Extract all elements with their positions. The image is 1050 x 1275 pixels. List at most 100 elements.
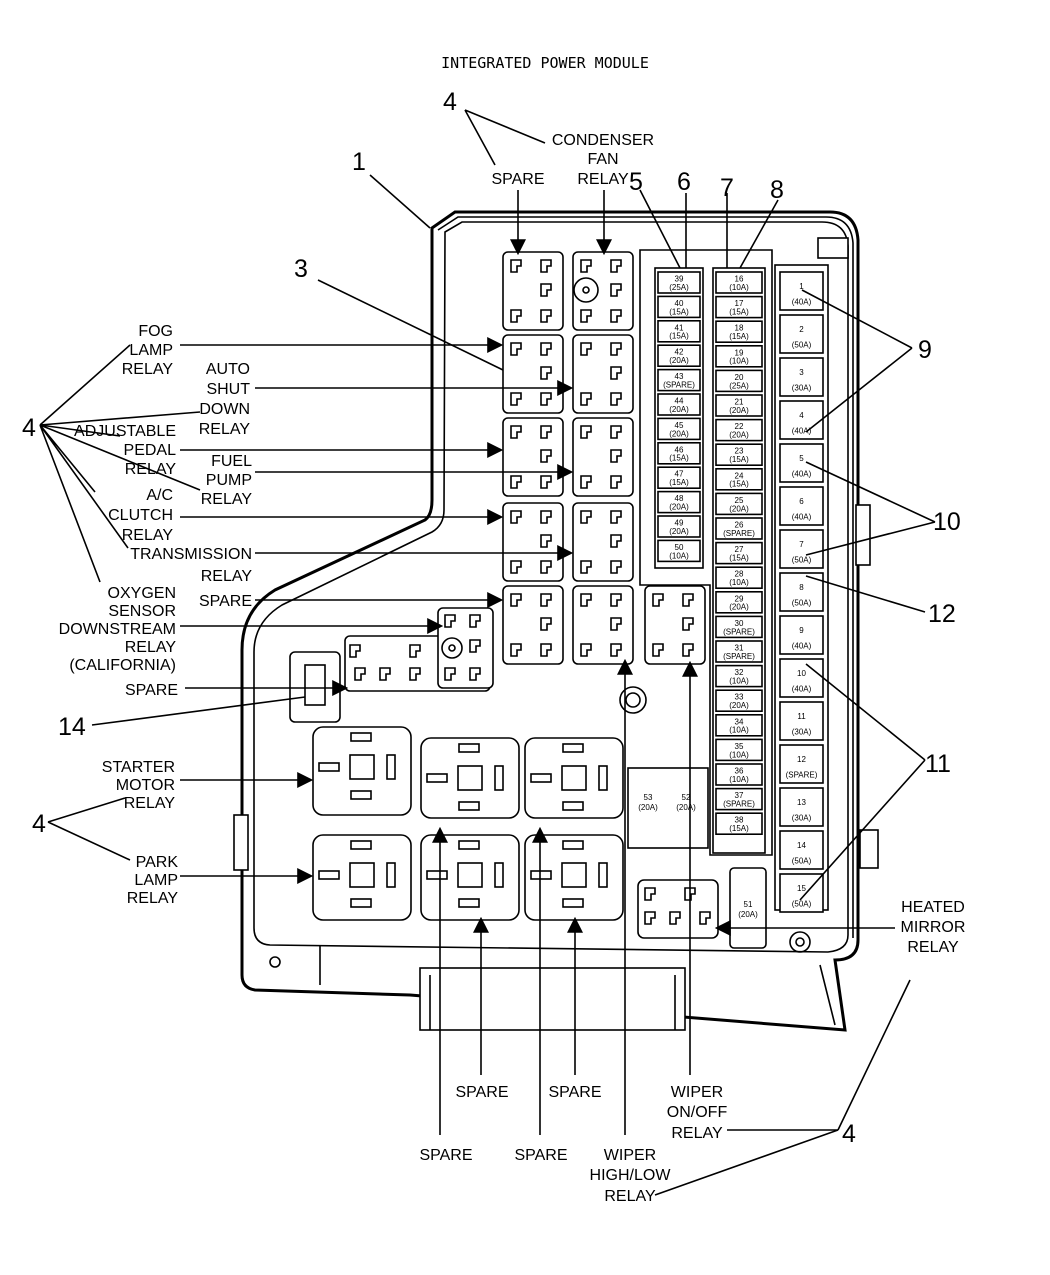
- fuse-rating: (10A): [729, 726, 749, 735]
- label-oxygen-2: SENSOR: [108, 603, 176, 620]
- relay-terminal: [350, 898, 372, 908]
- callout-4-bottom-right: 4: [842, 1120, 856, 1148]
- col2-fuse-21: 21(20A): [715, 394, 763, 417]
- relay-terminal: [580, 259, 592, 273]
- big-fuse-15: 15(50A): [779, 873, 824, 913]
- fuse-number: 39: [675, 274, 684, 283]
- fuse-number: 33: [735, 693, 744, 702]
- relay-terminal: [610, 392, 622, 406]
- fuse-rating: (SPARE): [723, 652, 755, 661]
- col2-fuse-34: 34(10A): [715, 713, 763, 737]
- fuse-number: 8: [799, 583, 804, 592]
- col2-fuse-35: 35(10A): [715, 738, 763, 762]
- fuse-rating: (15A): [729, 307, 749, 316]
- fuse-number: 37: [735, 791, 744, 800]
- fuse-number: 31: [735, 643, 744, 652]
- label-park-1: PARK: [136, 854, 179, 871]
- fuse-number: 47: [675, 470, 684, 479]
- relay-terminal: [510, 259, 522, 273]
- relay-terminal: [562, 898, 584, 908]
- label-trans-1: TRANSMISSION: [130, 546, 252, 563]
- label-spare-left: SPARE: [125, 682, 178, 699]
- label-wiper-hl-1: WIPER: [604, 1147, 656, 1164]
- relay-terminal: [444, 614, 456, 628]
- relay-terminal: [458, 801, 480, 811]
- relay-terminal: [540, 392, 552, 406]
- fuse-number: 44: [675, 396, 684, 405]
- fuse-rating: (40A): [792, 641, 812, 650]
- relay-terminal: [386, 862, 396, 888]
- label-asd-4: RELAY: [199, 421, 251, 438]
- fuse-rating: (20A): [729, 430, 749, 439]
- fuse-number: 30: [735, 619, 744, 628]
- col2-fuse-17: 17(15A): [715, 295, 763, 319]
- relay-terminal: [580, 309, 592, 323]
- fuse-number: 49: [675, 518, 684, 527]
- fuse-rating: (SPARE): [663, 380, 695, 389]
- fuse-number: 7: [799, 540, 804, 549]
- fuse-number: 32: [735, 668, 744, 677]
- fuse-rating: (15A): [729, 824, 749, 833]
- fuse-rating: (15A): [729, 553, 749, 562]
- big-fuse-11: 11(30A): [779, 701, 824, 741]
- fuse-rating: (15A): [729, 332, 749, 341]
- fuse-number: 22: [735, 422, 744, 431]
- relay-terminal: [610, 425, 622, 439]
- col2-fuse-37: 37(SPARE): [715, 787, 763, 811]
- fuse-number: 28: [735, 570, 744, 579]
- label-heated-3: RELAY: [907, 939, 959, 956]
- relay-terminal: [494, 862, 504, 888]
- relay-terminal: [469, 667, 481, 681]
- relay-terminal: [510, 342, 522, 356]
- col2-fuse-25: 25(20A): [715, 492, 763, 516]
- misc-fuses: 53 (20A) 52 (20A) 51 (20A): [638, 793, 758, 919]
- fuse-number: 10: [797, 669, 806, 678]
- fuse-rating: (20A): [669, 502, 689, 511]
- big-fuse-4: 4(40A): [779, 400, 824, 440]
- col1-fuse-50: 50(10A): [657, 539, 701, 563]
- label-ac-1: A/C: [146, 487, 173, 504]
- callout-9: 9: [918, 336, 932, 364]
- fuse-52-num: 52: [682, 793, 691, 802]
- relay-terminal: [409, 667, 421, 681]
- fuse-rating: (SPARE): [723, 529, 755, 538]
- fuse-rating: (50A): [792, 555, 812, 564]
- label-starter-2: MOTOR: [116, 777, 175, 794]
- relay-terminal: [540, 309, 552, 323]
- label-ac-2: CLUTCH: [108, 507, 173, 524]
- fuse-number: 45: [675, 421, 684, 430]
- relay-terminal: [540, 643, 552, 657]
- relay-terminal: [580, 643, 592, 657]
- relay-terminal: [318, 870, 340, 880]
- relay-terminal: [510, 560, 522, 574]
- relay-body: [561, 862, 587, 888]
- label-spare-top: SPARE: [491, 171, 544, 188]
- relay-terminal: [562, 743, 584, 753]
- label-spare-b1: SPARE: [419, 1147, 472, 1164]
- label-wiper-hl-3: RELAY: [604, 1188, 656, 1205]
- relay-terminal: [684, 887, 696, 901]
- callout-7: 7: [720, 174, 734, 202]
- callout-4-top: 4: [443, 88, 457, 116]
- col1-fuse-47: 47(15A): [657, 466, 701, 490]
- relay-terminal: [530, 870, 552, 880]
- fuse-rating: (10A): [729, 775, 749, 784]
- fuse-number: 40: [675, 299, 684, 308]
- relay-terminal: [652, 643, 664, 657]
- relay-terminal: [644, 887, 656, 901]
- relay-body: [457, 765, 483, 791]
- col2-fuse-33: 33(20A): [715, 689, 763, 713]
- fuse-number: 29: [735, 594, 744, 603]
- label-adj-2: PEDAL: [124, 442, 177, 459]
- fuse-number: 24: [735, 471, 744, 480]
- fuse-number: 34: [735, 717, 744, 726]
- fuse-rating: (SPARE): [786, 770, 818, 779]
- relay-terminal: [580, 560, 592, 574]
- label-oxygen-3: DOWNSTREAM: [59, 621, 176, 638]
- col1-fuse-48: 48(20A): [657, 490, 701, 514]
- label-heated-1: HEATED: [901, 899, 965, 916]
- label-spare-b2: SPARE: [455, 1084, 508, 1101]
- label-adj-3: RELAY: [125, 461, 177, 478]
- fuse-rating: (40A): [792, 469, 812, 478]
- relay-terminal: [562, 840, 584, 850]
